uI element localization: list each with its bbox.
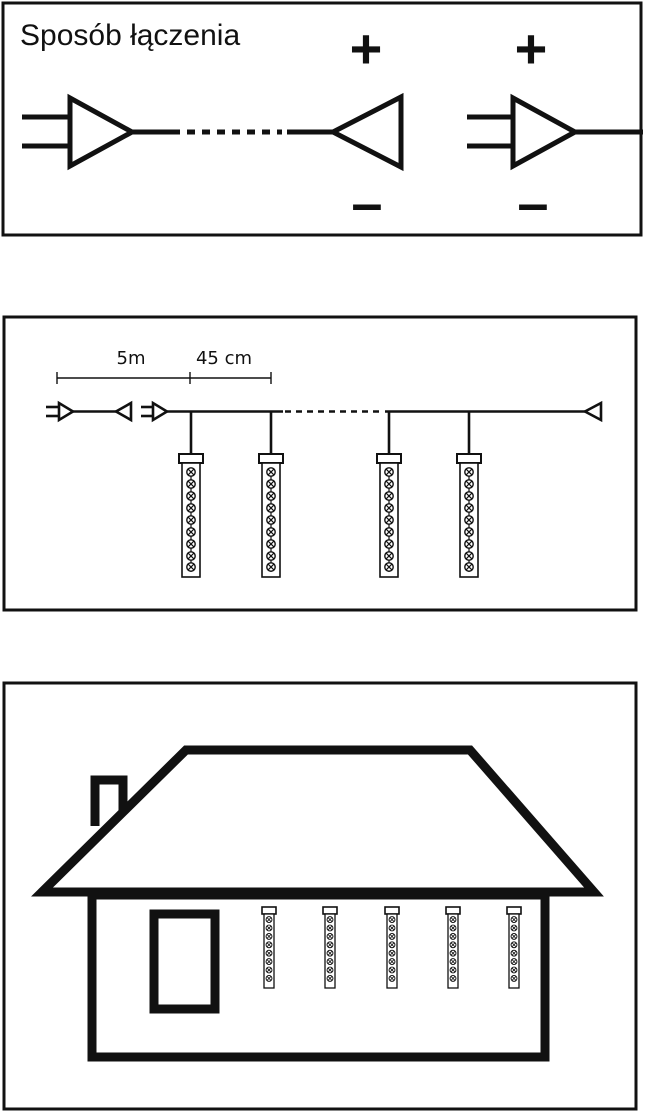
plug-icon [46, 400, 76, 423]
icicle-light-icon [323, 907, 337, 988]
plug-icon [22, 93, 138, 171]
house-panel [2, 681, 638, 1111]
plus-sign-2: + [515, 17, 548, 80]
icicle-light-icon [507, 907, 521, 988]
icicle-light-icon [259, 454, 283, 577]
dimension-lead-label: 5m [117, 348, 146, 369]
chimney-icon [90, 775, 128, 826]
plus-sign-1: + [350, 17, 383, 80]
connection-panel: Sposób łączenia + + – – [1, 1, 643, 237]
icicle-light-icon [377, 454, 401, 577]
icicle-light-icon [457, 454, 481, 577]
dimension-line [56, 372, 272, 384]
icicle-light-icon [385, 907, 399, 988]
plug-icon [467, 93, 581, 171]
minus-sign-2: – [517, 171, 548, 234]
socket-icon [113, 400, 133, 423]
plug-icon [141, 400, 170, 423]
minus-sign-1: – [351, 171, 382, 234]
icicle-light-icon [179, 454, 203, 577]
dimension-spacing-label: 45 cm [196, 348, 252, 369]
icicle-light-icon [446, 907, 460, 988]
socket-icon [327, 92, 404, 172]
window-icon [149, 909, 220, 1014]
house-icon [31, 745, 604, 897]
icicle-light-icon [262, 907, 276, 988]
layout-panel: 5m 45 cm [2, 315, 638, 612]
panel-title: Sposób łączenia [20, 19, 240, 52]
socket-icon [582, 400, 603, 423]
panel-border [2, 315, 638, 612]
